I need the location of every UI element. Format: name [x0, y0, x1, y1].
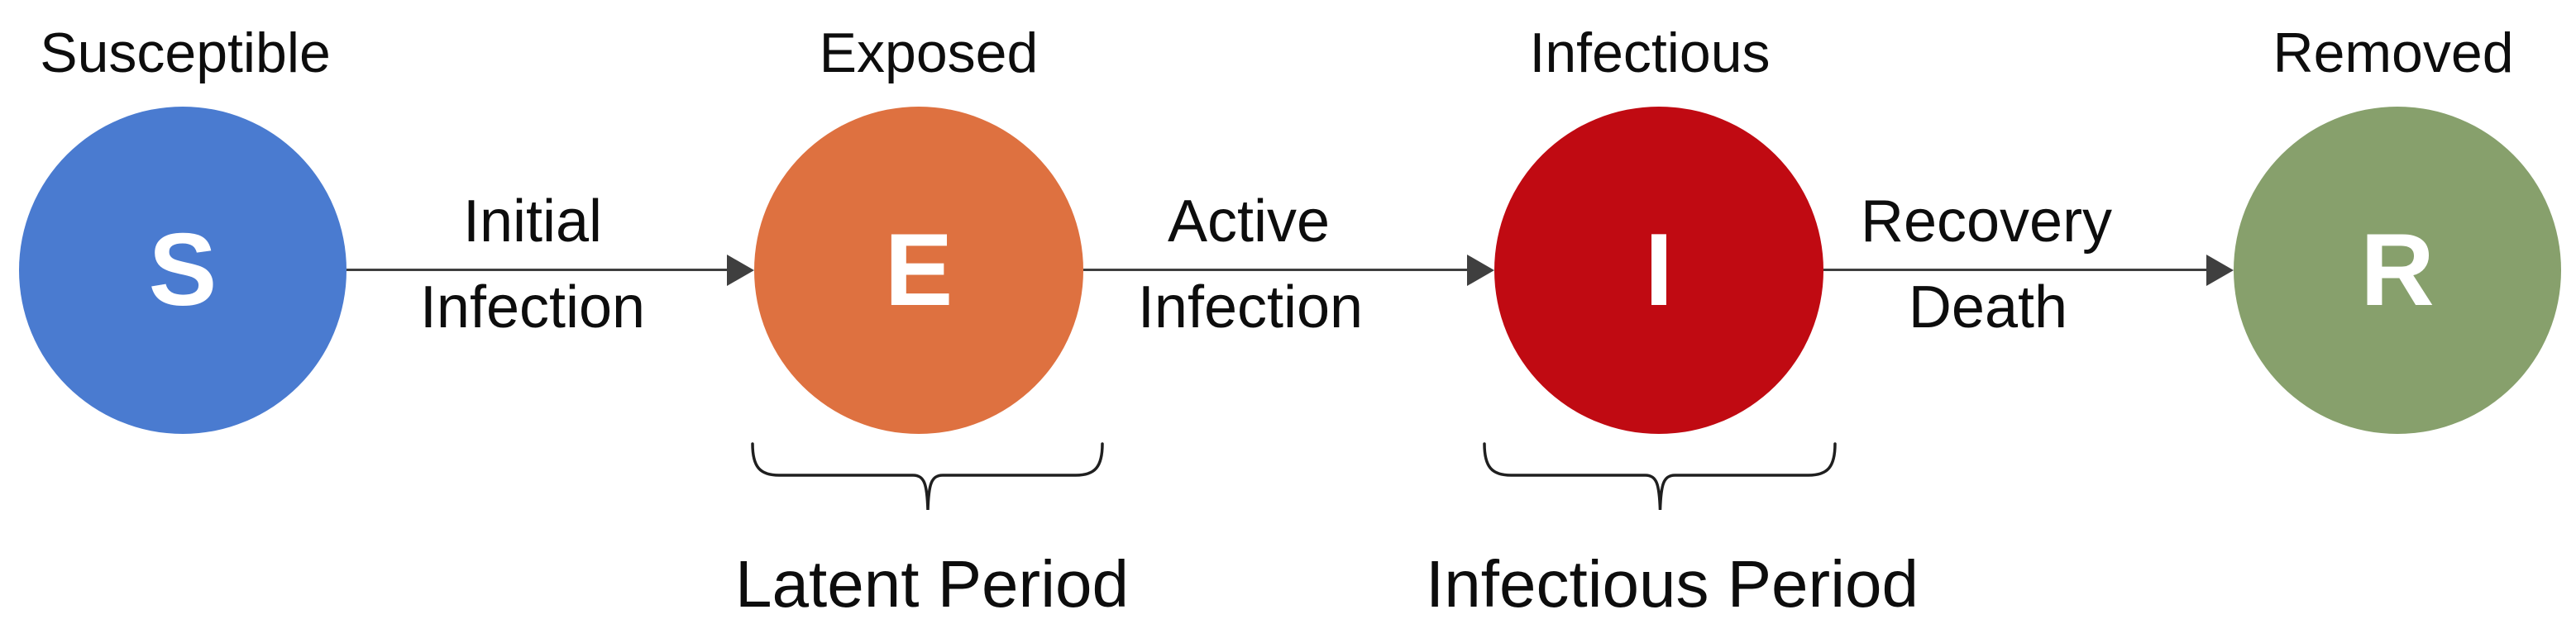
edge-label-initial: Initial: [462, 188, 603, 255]
node-circle-infectious: I: [1494, 107, 1823, 434]
arrow-shaft: [1083, 269, 1470, 271]
node-letter-r: R: [2360, 213, 2435, 327]
node-letter-i: I: [1644, 213, 1674, 327]
arrow-shaft: [346, 269, 729, 271]
arrow-shaft: [1823, 269, 2209, 271]
latent-period-label: Latent Period: [735, 547, 1129, 621]
node-circle-susceptible: S: [19, 107, 346, 434]
infectious-period-label: Infectious Period: [1426, 547, 1919, 621]
arrow-s-to-e: [346, 255, 754, 286]
node-title-removed: Removed: [2273, 21, 2514, 84]
arrowhead-icon: [1467, 255, 1494, 286]
node-title-susceptible: Susceptible: [40, 21, 331, 84]
edge-label-death: Death: [1908, 274, 2068, 341]
edge-label-infection: Infection: [419, 274, 646, 341]
edge-label-active: Active: [1167, 188, 1331, 255]
node-title-infectious: Infectious: [1529, 21, 1771, 84]
node-circle-removed: R: [2234, 107, 2561, 434]
node-letter-e: E: [884, 213, 953, 327]
arrow-e-to-i: [1083, 255, 1494, 286]
infectious-period-brace-icon: [1483, 442, 1837, 511]
node-circle-exposed: E: [754, 107, 1083, 434]
brace-path: [751, 442, 1104, 511]
arrow-i-to-r: [1823, 255, 2234, 286]
node-title-exposed: Exposed: [819, 21, 1039, 84]
brace-path: [1483, 442, 1837, 511]
edge-label-recovery: Recovery: [1860, 188, 2113, 255]
arrowhead-icon: [2206, 255, 2234, 286]
edge-label-infection2: Infection: [1137, 274, 1364, 341]
latent-period-brace-icon: [751, 442, 1104, 511]
node-letter-s: S: [148, 213, 217, 327]
arrowhead-icon: [727, 255, 754, 286]
